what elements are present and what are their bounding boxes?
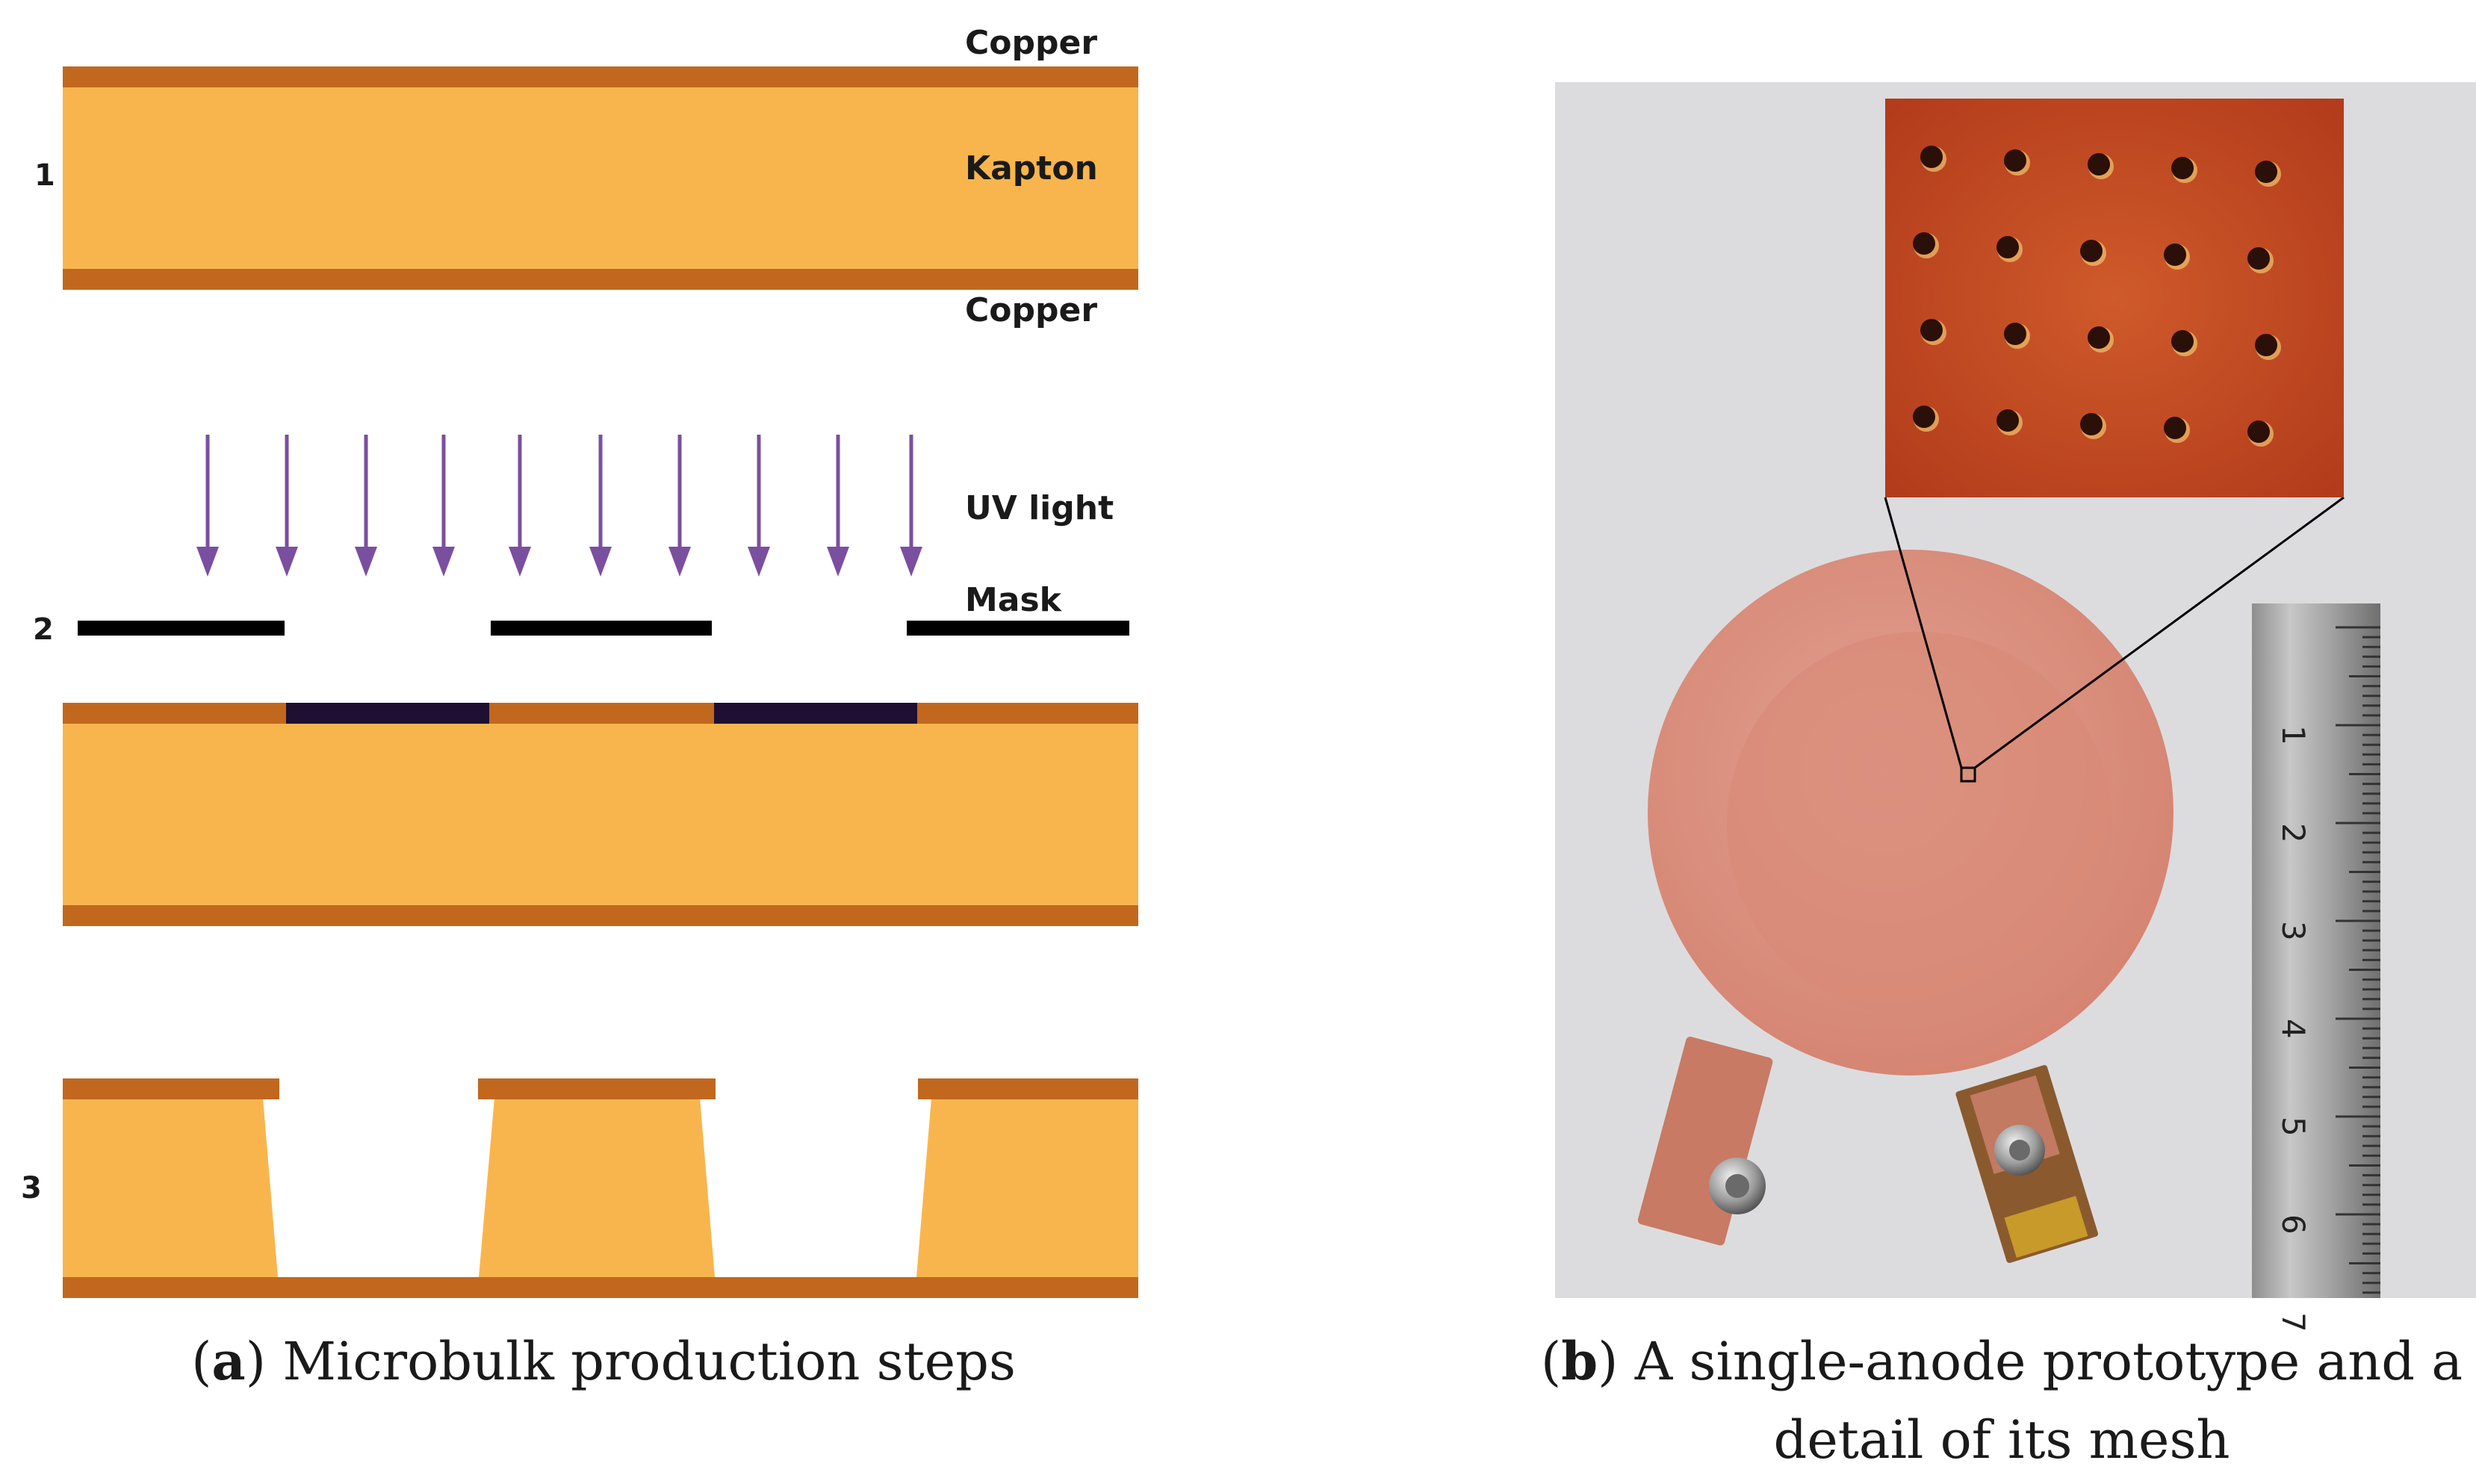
mask-bar xyxy=(491,621,712,636)
caption-a: (a) Microbulk production steps xyxy=(191,1330,1016,1392)
ruler-number: 7 xyxy=(2275,1312,2312,1332)
mesh-hole xyxy=(2255,334,2281,360)
kapton-layer xyxy=(63,1098,1138,1277)
active-area xyxy=(1727,632,2112,1017)
left-tab xyxy=(1637,1037,1773,1246)
mesh-hole xyxy=(2080,240,2106,266)
down-arrow-icon xyxy=(589,435,612,577)
mask-bar xyxy=(78,621,285,636)
photoresist-exposed xyxy=(714,703,917,724)
etched-hole xyxy=(263,1098,494,1277)
down-arrow-icon xyxy=(827,435,849,577)
ruler-ticks xyxy=(2336,626,2380,1294)
mesh-hole xyxy=(2164,417,2190,443)
mesh-hole xyxy=(2088,326,2114,353)
caption-b-line1: (b) A single-anode prototype and a xyxy=(1541,1330,2463,1392)
mesh-hole xyxy=(2171,330,2197,356)
kapton-label: Kapton xyxy=(965,149,1098,187)
copper-bottom-layer xyxy=(63,269,1138,290)
mesh-detail-inset xyxy=(1885,99,2344,497)
screw-icon xyxy=(1994,1125,2045,1176)
mesh-hole xyxy=(2004,149,2030,176)
down-arrow-icon xyxy=(509,435,531,577)
mesh-hole xyxy=(1996,236,2023,262)
zoom-line xyxy=(1884,497,1963,769)
mesh-hole xyxy=(2004,323,2030,349)
mesh-hole xyxy=(2164,243,2190,270)
copper-top-layer xyxy=(63,1078,279,1099)
uv-light-label: UV light xyxy=(965,489,1114,527)
mesh-hole xyxy=(2088,153,2114,179)
ruler-number: 2 xyxy=(2275,823,2312,843)
zoom-region-marker xyxy=(1960,766,1976,783)
mesh-hole xyxy=(2080,413,2106,439)
kapton-layer xyxy=(63,86,1138,270)
copper-bottom-label: Copper xyxy=(965,291,1097,329)
step-label-1: 1 xyxy=(34,158,55,193)
mask-label: Mask xyxy=(965,581,1063,619)
ruler-number: 4 xyxy=(2275,1019,2312,1039)
step-3-stack xyxy=(63,1078,1138,1298)
kapton-layer xyxy=(63,722,1138,907)
down-arrow-icon xyxy=(748,435,770,577)
photoresist-exposed xyxy=(286,703,489,724)
mesh-hole xyxy=(1913,232,1939,258)
screw-icon xyxy=(1709,1158,1766,1214)
mask-bars xyxy=(78,621,1129,636)
copper-top-layer xyxy=(918,1078,1138,1099)
copper-bottom-layer xyxy=(63,905,1138,926)
down-arrow-icon xyxy=(276,435,298,577)
down-arrow-icon xyxy=(355,435,377,577)
mesh-hole xyxy=(2247,247,2274,273)
step-label-2: 2 xyxy=(33,612,54,647)
down-arrow-icon xyxy=(432,435,455,577)
mesh-hole xyxy=(2247,420,2274,447)
step-label-3: 3 xyxy=(21,1171,42,1205)
down-arrow-icon xyxy=(668,435,691,577)
copper-top-label: Copper xyxy=(965,24,1097,62)
mesh-hole xyxy=(2255,161,2281,187)
uv-arrows xyxy=(196,435,922,577)
mask-bar xyxy=(907,621,1129,636)
copper-top-layer xyxy=(478,1078,716,1099)
ruler-numbers: 1 2 3 4 5 6 7 xyxy=(2275,725,2312,1332)
ruler xyxy=(2252,603,2380,1298)
zoom-line xyxy=(1974,496,2345,769)
step-1-stack xyxy=(63,66,1138,290)
ruler-number: 3 xyxy=(2275,921,2312,941)
copper-top-layer xyxy=(63,66,1138,87)
mesh-hole xyxy=(1920,146,1946,172)
panel-a: 1 Copper Kapton Copper UV light Mask 2 xyxy=(21,24,1138,1392)
mesh-hole xyxy=(2171,157,2197,183)
ruler-number: 5 xyxy=(2275,1117,2312,1137)
ruler-number: 1 xyxy=(2275,725,2312,745)
down-arrow-icon xyxy=(196,435,219,577)
mesh-hole xyxy=(1913,406,1939,432)
mesh-hole xyxy=(1996,409,2023,435)
copper-top-layer xyxy=(63,703,1138,724)
ruler-number: 6 xyxy=(2275,1214,2312,1235)
mesh-hole xyxy=(1920,319,1946,345)
copper-bottom-layer xyxy=(63,1277,1138,1298)
step-2-stack xyxy=(63,703,1138,926)
caption-b-line2: detail of its mesh xyxy=(1774,1409,2230,1471)
etched-hole xyxy=(700,1098,931,1277)
down-arrow-icon xyxy=(900,435,922,577)
mesh-holes xyxy=(1913,146,2281,447)
panel-b: 1 2 3 4 5 6 7 (b) A single-anode prototype and… xyxy=(1541,82,2476,1471)
